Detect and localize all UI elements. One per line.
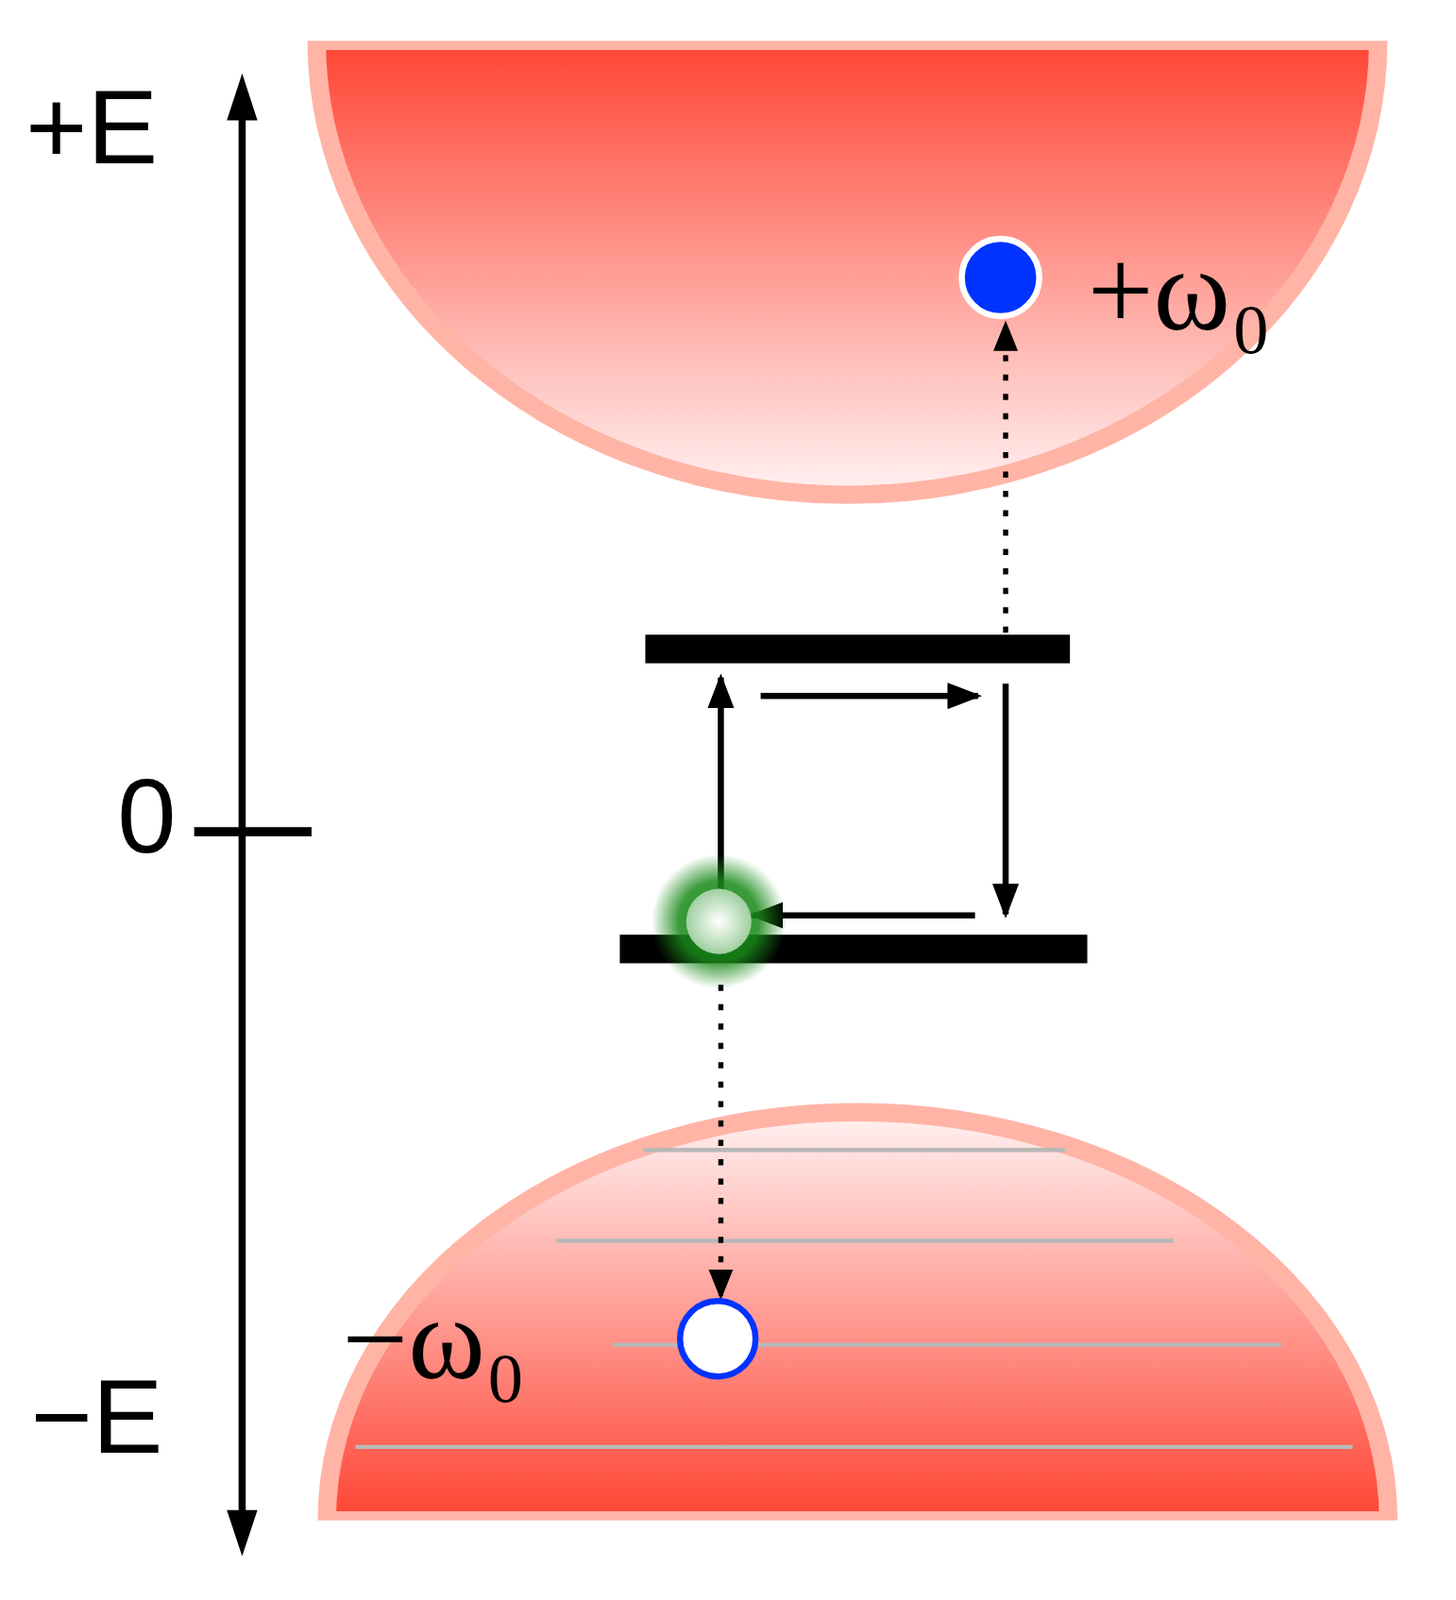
dotted-transitions bbox=[720, 324, 1006, 1297]
zero-tick bbox=[194, 827, 312, 837]
green-glow bbox=[651, 854, 787, 990]
valence-band bbox=[326, 1112, 1389, 1521]
axis-arrowhead bbox=[226, 73, 257, 121]
energy-axis bbox=[238, 112, 247, 1522]
energy-label: −ω₀ bbox=[341, 1281, 526, 1399]
upper-level bbox=[644, 634, 1070, 663]
electron bbox=[962, 238, 1040, 317]
axis-arrowhead bbox=[226, 1510, 257, 1558]
green-particle bbox=[686, 889, 752, 955]
energy-label: +ω₀ bbox=[1087, 232, 1272, 350]
axis-label: −E bbox=[30, 1364, 163, 1471]
axis-label: 0 bbox=[117, 763, 176, 870]
conduction-band bbox=[316, 40, 1378, 495]
axis-label: +E bbox=[25, 74, 158, 181]
hole bbox=[679, 1301, 756, 1377]
